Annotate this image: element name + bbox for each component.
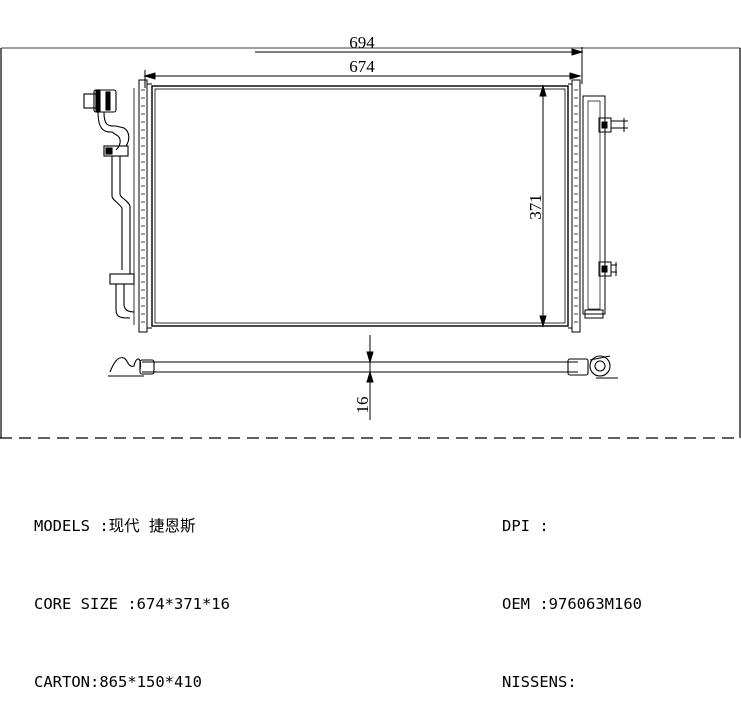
carton-value: 865*150*410 bbox=[99, 673, 202, 691]
core-thickness-dimension bbox=[366, 335, 374, 420]
oem-label: OEM : bbox=[502, 595, 549, 613]
core-size-value: 674*371*16 bbox=[136, 595, 230, 613]
models-value: 现代 捷恩斯 bbox=[108, 517, 196, 535]
side-profile-view bbox=[108, 355, 618, 379]
condenser-technical-drawing: 694 674 371 bbox=[0, 33, 741, 439]
overall-width-label: 694 bbox=[349, 33, 375, 52]
oem-row: OEM :976063M160 bbox=[502, 591, 642, 617]
carton-label: CARTON: bbox=[34, 673, 100, 691]
overall-width-dimension bbox=[255, 47, 584, 84]
core-height-dimension bbox=[539, 84, 547, 328]
receiver-drier bbox=[582, 95, 628, 319]
core-size-label: CORE SIZE : bbox=[34, 595, 137, 613]
oem-value: 976063M160 bbox=[548, 595, 642, 613]
core-size-row: CORE SIZE :674*371*16 bbox=[34, 591, 230, 617]
core-width-dimension bbox=[143, 70, 582, 88]
carton-row: CARTON:865*150*410 bbox=[34, 669, 230, 695]
right-header-tank bbox=[568, 79, 581, 333]
nissens-row: NISSENS: bbox=[502, 669, 642, 695]
spec-block-left: MODELS :现代 捷恩斯 CORE SIZE :674*371*16 CAR… bbox=[34, 461, 230, 721]
inlet-piping bbox=[83, 89, 135, 319]
dpi-label: DPI : bbox=[502, 517, 549, 535]
frame bbox=[0, 47, 741, 438]
dpi-row: DPI : bbox=[502, 513, 642, 539]
core-thickness-label: 16 bbox=[353, 397, 372, 414]
condenser-core bbox=[151, 85, 569, 327]
spec-block-right: DPI : OEM :976063M160 NISSENS: bbox=[502, 461, 642, 721]
core-height-label: 371 bbox=[526, 194, 545, 220]
models-label: MODELS : bbox=[34, 517, 109, 535]
left-header-tank bbox=[133, 79, 152, 333]
models-row: MODELS :现代 捷恩斯 bbox=[34, 513, 230, 539]
core-width-label: 674 bbox=[349, 57, 375, 76]
nissens-label: NISSENS: bbox=[502, 673, 577, 691]
